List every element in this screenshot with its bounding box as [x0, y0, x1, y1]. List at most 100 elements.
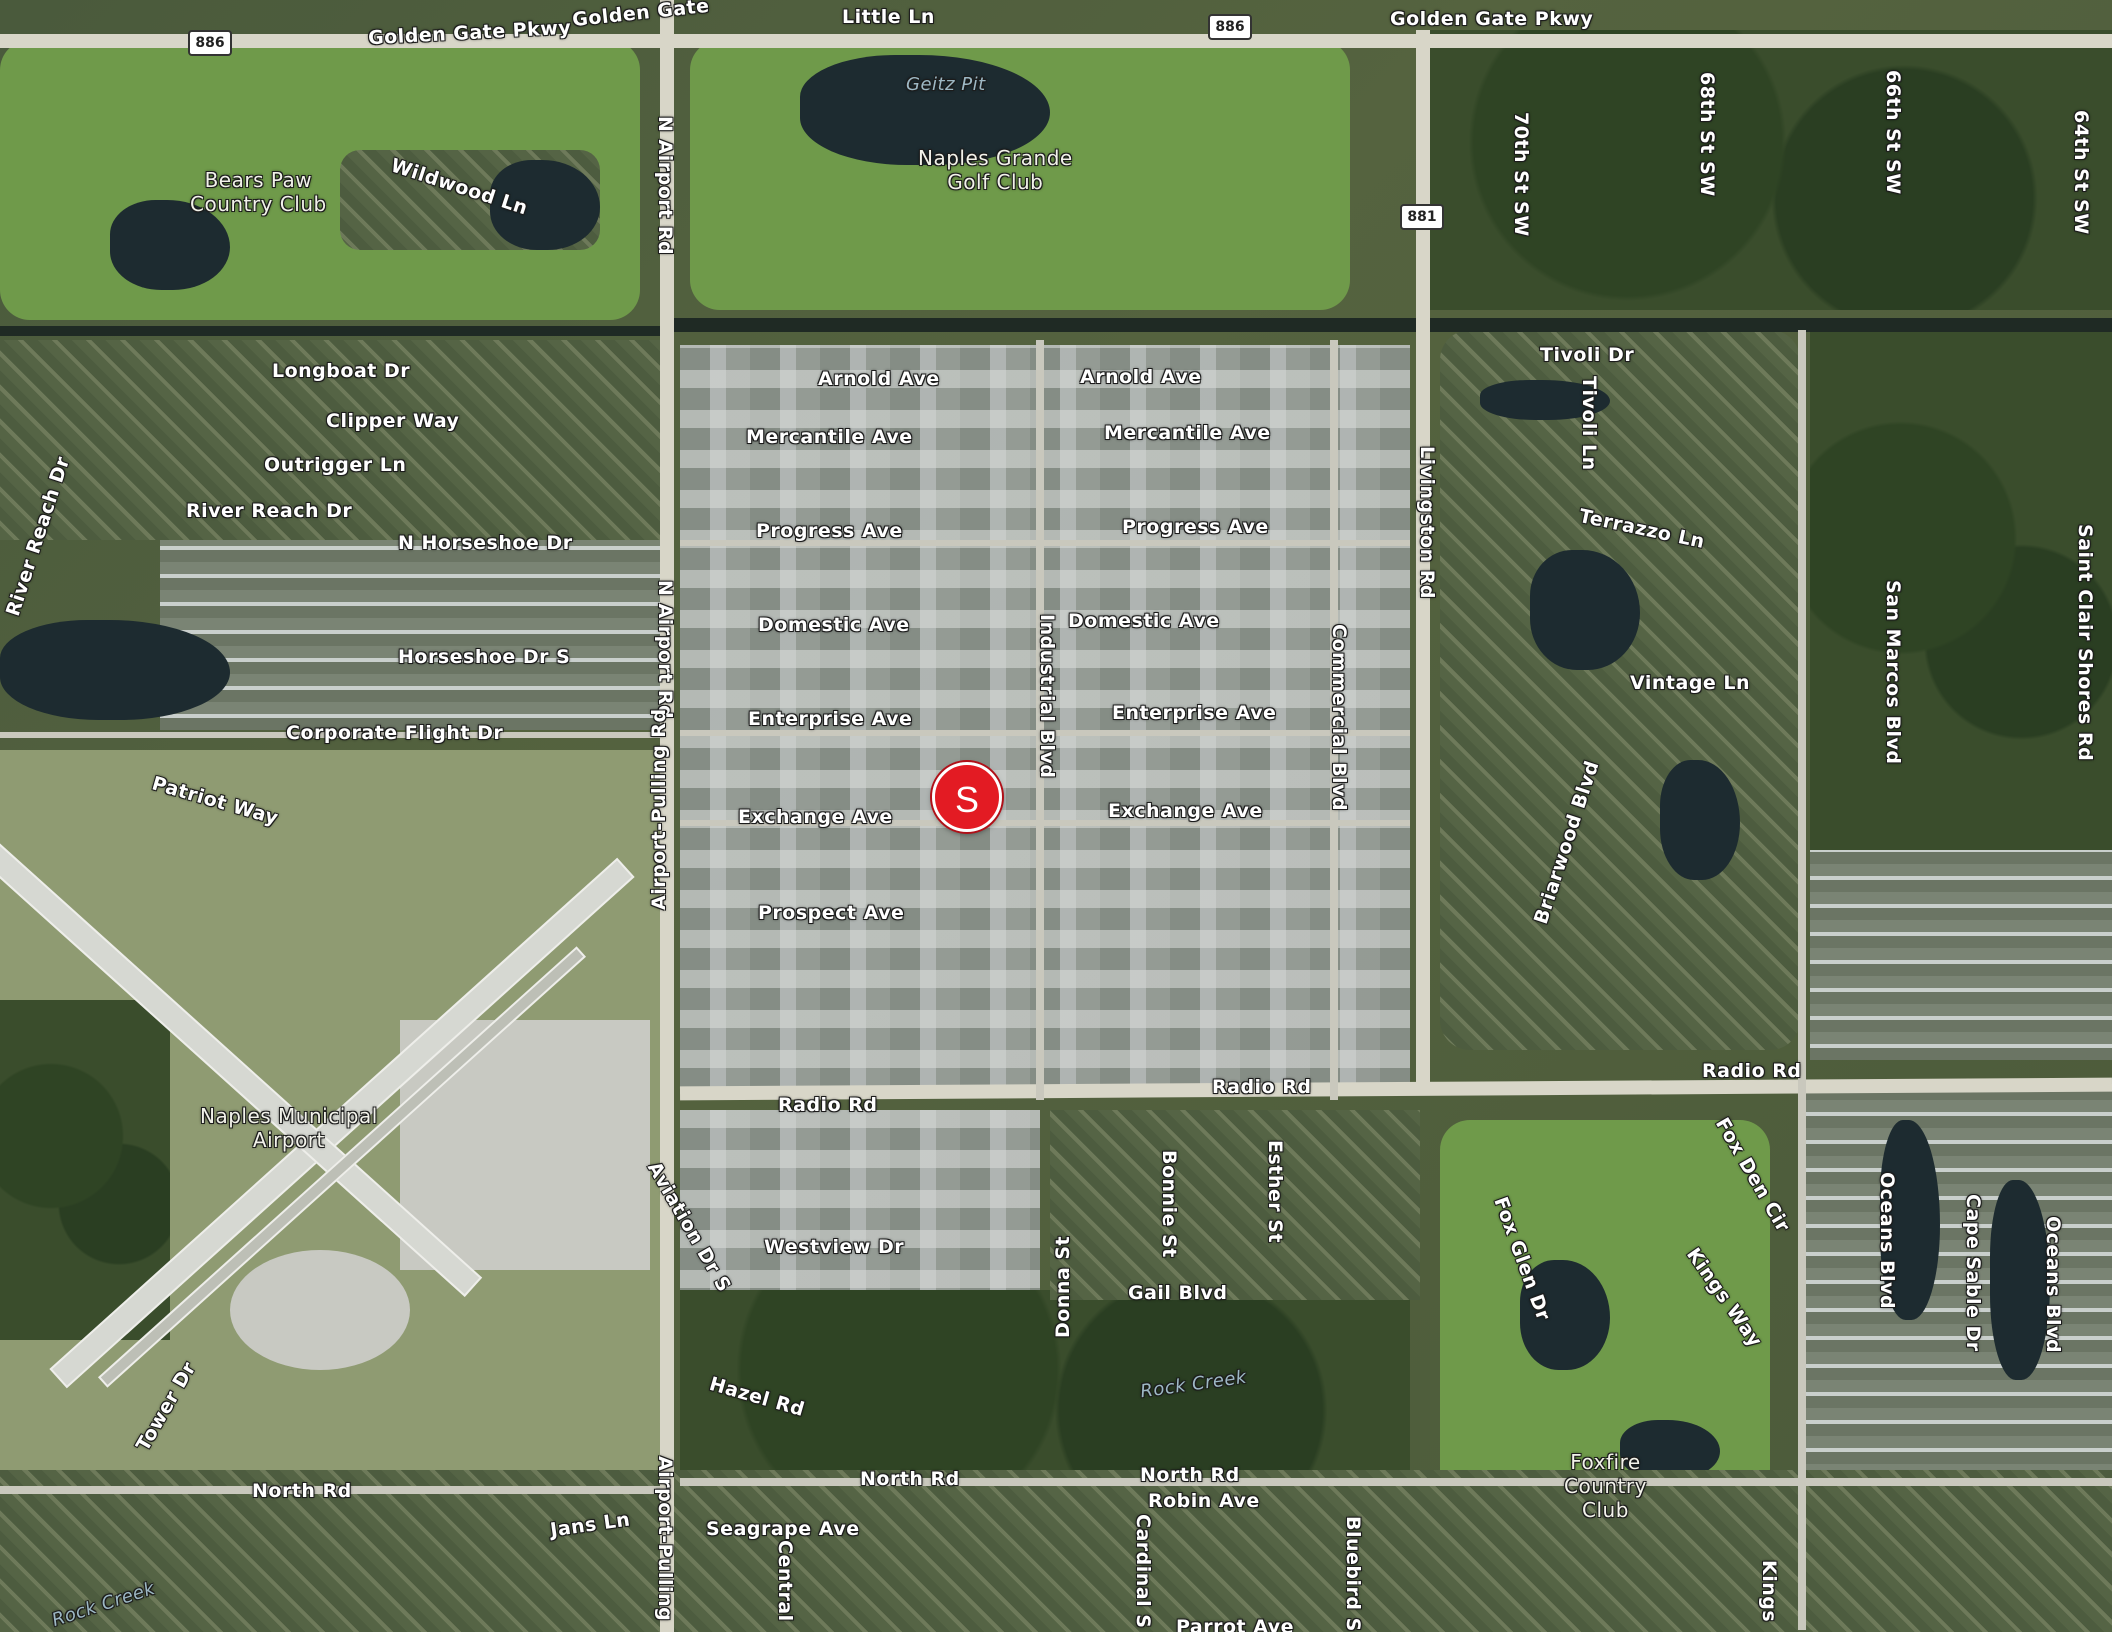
- industrial-label[interactable]: Industrial Blvd: [1036, 614, 1058, 779]
- arnold-label-1[interactable]: Arnold Ave: [818, 368, 940, 390]
- route-886-shield-west: 886: [188, 30, 232, 56]
- enterprise-label-1[interactable]: Enterprise Ave: [748, 708, 913, 730]
- mercantile-label-2[interactable]: Mercantile Ave: [1104, 422, 1271, 444]
- foxfire-label[interactable]: Foxfire Country Club: [1564, 1450, 1647, 1522]
- exchange-ave-road: [680, 820, 1410, 826]
- n-airport-label-mid[interactable]: N Airport Rd: [654, 580, 676, 720]
- radio-label-1[interactable]: Radio Rd: [778, 1094, 878, 1116]
- river-reach-label[interactable]: River Reach Dr: [186, 500, 353, 522]
- tivoli-lake: [1480, 380, 1610, 420]
- bluebird-label[interactable]: Bluebird S: [1342, 1516, 1364, 1632]
- industrial-blvd-road: [1036, 340, 1044, 1100]
- tivoli-ln-label[interactable]: Tivoli Ln: [1578, 376, 1600, 471]
- westview-label[interactable]: Westview Dr: [764, 1236, 905, 1258]
- river-reach-lake: [0, 620, 230, 720]
- cape-sable-lake: [1880, 1120, 1940, 1320]
- central-label[interactable]: Central: [774, 1540, 796, 1622]
- airport-pulling-label-2[interactable]: Airport-Pulling: [654, 1456, 676, 1622]
- briarwood-lake-2: [1660, 760, 1740, 880]
- corporate-flight-label[interactable]: Corporate Flight Dr: [286, 722, 504, 744]
- mercantile-label-1[interactable]: Mercantile Ave: [746, 426, 913, 448]
- progress-label-2[interactable]: Progress Ave: [1122, 516, 1269, 538]
- geitz-pit-lake: [800, 55, 1050, 165]
- golden-gate-label-3[interactable]: Golden Gate Pkwy: [1390, 8, 1594, 30]
- 70th-st-label[interactable]: 70th St SW: [1510, 112, 1532, 237]
- airport-label[interactable]: Naples Municipal Airport: [200, 1104, 378, 1152]
- canal-west: [0, 326, 660, 336]
- radio-label-3[interactable]: Radio Rd: [1702, 1060, 1802, 1082]
- commercial-label[interactable]: Commercial Blvd: [1328, 624, 1350, 812]
- gail-label[interactable]: Gail Blvd: [1128, 1282, 1228, 1304]
- north-rd-road: [680, 1478, 2112, 1486]
- outrigger-label[interactable]: Outrigger Ln: [264, 454, 407, 476]
- san-marcos-label[interactable]: San Marcos Blvd: [1882, 580, 1904, 765]
- donna-label[interactable]: Donna St: [1052, 1235, 1074, 1338]
- domestic-label-1[interactable]: Domestic Ave: [758, 614, 910, 636]
- bears-paw-label[interactable]: Bears Paw Country Club: [190, 168, 327, 216]
- industrial-park: [680, 345, 1410, 1090]
- saint-clair-label[interactable]: Saint Clair Shores Rd: [2074, 524, 2096, 762]
- route-886-shield-east: 886: [1208, 14, 1252, 40]
- bonnie-label[interactable]: Bonnie St: [1158, 1150, 1180, 1258]
- airport-pulling-road: [660, 0, 674, 1632]
- north-rd-west-road: [0, 1486, 660, 1494]
- cardinal-label[interactable]: Cardinal S: [1132, 1514, 1154, 1629]
- exchange-label-1[interactable]: Exchange Ave: [738, 806, 893, 828]
- parrot-label[interactable]: Parrot Ave: [1176, 1616, 1295, 1632]
- north-rd-neighborhood: [0, 1470, 2112, 1632]
- horseshoe-business-park: [160, 540, 660, 730]
- geitz-pit-label[interactable]: Geitz Pit: [906, 74, 986, 95]
- wildwood-pond: [490, 160, 600, 250]
- san-marcos-woods: [1810, 330, 2112, 850]
- 68th-st-label[interactable]: 68th St SW: [1696, 72, 1718, 197]
- livingston-label[interactable]: Livingston Rd: [1416, 446, 1438, 599]
- airport-wetland: [0, 1000, 170, 1340]
- route-881-shield: 881: [1400, 204, 1444, 230]
- little-ln-label[interactable]: Little Ln: [842, 6, 935, 28]
- longboat-label[interactable]: Longboat Dr: [272, 360, 411, 382]
- tivoli-dr-label[interactable]: Tivoli Dr: [1540, 344, 1635, 366]
- naples-grande-label[interactable]: Naples Grande Golf Club: [918, 146, 1073, 194]
- livingston-road: [1416, 30, 1430, 1090]
- horseshoe-s-label[interactable]: Horseshoe Dr S: [398, 646, 571, 668]
- north-rd-label-1[interactable]: North Rd: [252, 1480, 352, 1502]
- 64th-st-label[interactable]: 64th St SW: [2070, 110, 2092, 235]
- north-rd-label-3[interactable]: North Rd: [1140, 1464, 1240, 1486]
- canal-north: [660, 318, 2112, 332]
- seagrape-label[interactable]: Seagrape Ave: [706, 1518, 860, 1540]
- n-airport-label-top[interactable]: N Airport Rd: [654, 116, 676, 256]
- golden-gate-estates-woods: [1420, 30, 2112, 310]
- commercial-blvd-road: [1330, 340, 1338, 1100]
- oceans-label[interactable]: Oceans Blvd: [2042, 1216, 2064, 1354]
- airport-pulling-label-1[interactable]: Airport-Pulling Rd: [648, 708, 670, 910]
- kings-label[interactable]: Kings: [1758, 1560, 1780, 1623]
- oceans-label-2[interactable]: Oceans Blvd: [1876, 1172, 1898, 1310]
- golden-gate-pkwy-road: [0, 34, 2112, 48]
- radio-label-2[interactable]: Radio Rd: [1212, 1076, 1312, 1098]
- progress-label-1[interactable]: Progress Ave: [756, 520, 903, 542]
- arnold-label-2[interactable]: Arnold Ave: [1080, 366, 1202, 388]
- n-horseshoe-label[interactable]: N Horseshoe Dr: [398, 532, 573, 554]
- briarwood-neighborhood: [1440, 330, 1800, 1050]
- vintage-label[interactable]: Vintage Ln: [1630, 672, 1751, 694]
- 66th-st-label[interactable]: 66th St SW: [1882, 70, 1904, 195]
- exchange-label-2[interactable]: Exchange Ave: [1108, 800, 1263, 822]
- radio-rd-industrial: [680, 1110, 1040, 1310]
- domestic-label-2[interactable]: Domestic Ave: [1068, 610, 1220, 632]
- bears-paw-pond: [110, 200, 230, 290]
- prospect-label[interactable]: Prospect Ave: [758, 902, 905, 924]
- oceans-lake: [1990, 1180, 2050, 1380]
- subject-location-marker[interactable]: S: [932, 762, 1002, 832]
- clipper-label[interactable]: Clipper Way: [326, 410, 460, 432]
- enterprise-label-2[interactable]: Enterprise Ave: [1112, 702, 1277, 724]
- corporate-flight-road: [0, 732, 660, 738]
- radio-road: [679, 1077, 2112, 1101]
- north-rd-label-2[interactable]: North Rd: [860, 1468, 960, 1490]
- cape-sable-label[interactable]: Cape Sable Dr: [1962, 1194, 1984, 1352]
- esther-label[interactable]: Esther St: [1264, 1140, 1286, 1244]
- airport-apron: [400, 1020, 650, 1270]
- robin-label[interactable]: Robin Ave: [1148, 1490, 1260, 1512]
